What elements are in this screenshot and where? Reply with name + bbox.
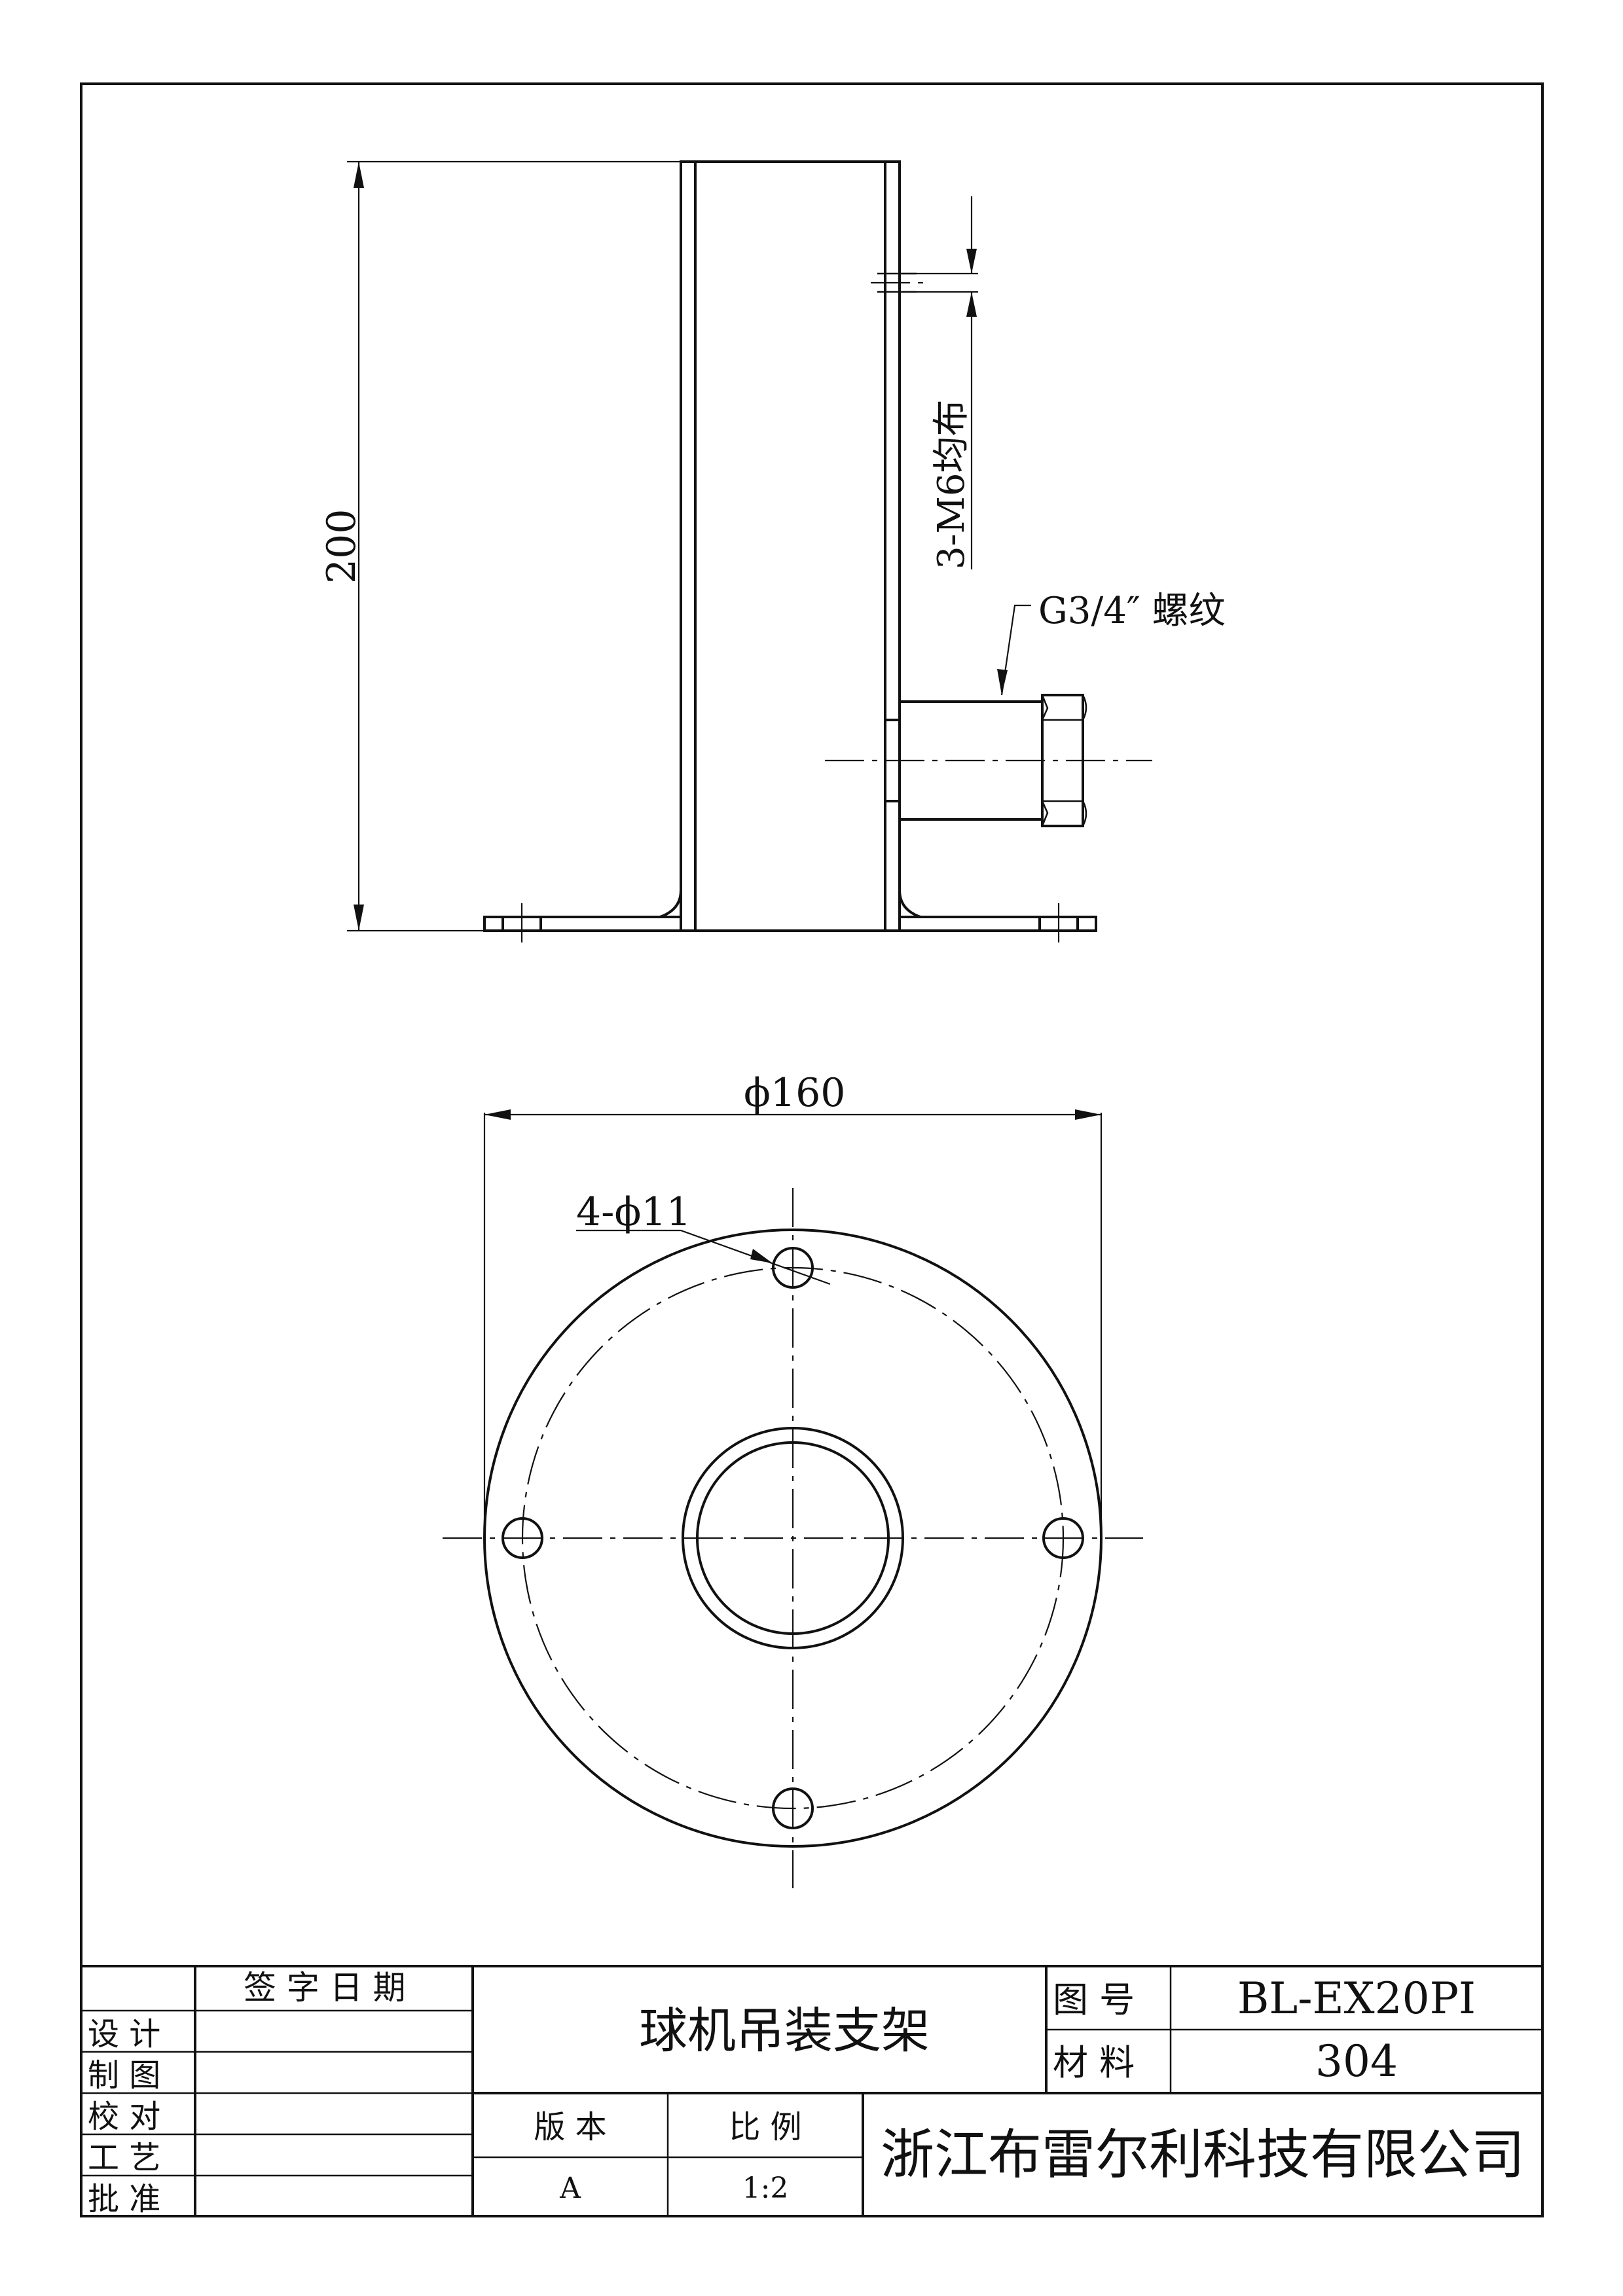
role-design: 设 计 [88, 2016, 160, 2053]
flange-right [898, 916, 1097, 932]
drawing-frame [80, 82, 1544, 2217]
material: 304 [1315, 2036, 1398, 2087]
hole-note: 3-M6均布 [930, 399, 973, 569]
hole-callout: 4-ϕ11 [576, 1189, 691, 1235]
version: A [559, 2172, 581, 2205]
flange-left [483, 916, 682, 932]
tube-wall-left [680, 160, 697, 932]
sign-date-header: 签 字 日 期 [244, 1969, 406, 2007]
top-view: ϕ160 4-ϕ11 [443, 1070, 1143, 1888]
title-block: 签 字 日 期 设 计 制 图 校 对 工 艺 批 准 球机吊装支架 图 号 B… [81, 1965, 1542, 2217]
material-label: 材 料 [1053, 2042, 1135, 2083]
scale-label: 比 例 [729, 2109, 801, 2145]
tube-wall-right [884, 160, 901, 932]
role-drafting: 制 图 [88, 2057, 160, 2094]
thread-note: G3/4″ 螺纹 [1038, 590, 1226, 632]
scale: 1:2 [742, 2172, 789, 2205]
height-dimension: 200 [319, 509, 365, 584]
version-label: 版 本 [534, 2109, 606, 2145]
drawing-no: BL-EX20PI [1237, 1973, 1476, 2024]
side-view: 3-M6均布 G3/4″ 螺纹 200 [319, 160, 1226, 945]
role-checking: 校 对 [88, 2098, 160, 2135]
company-name: 浙江布雷尔利科技有限公司 [881, 2124, 1525, 2186]
diameter-dimension: ϕ160 [744, 1070, 845, 1116]
role-process: 工 艺 [88, 2140, 160, 2176]
drawing-no-label: 图 号 [1053, 1979, 1135, 2020]
role-approval: 批 准 [88, 2181, 160, 2217]
part-name: 球机吊装支架 [639, 2003, 930, 2059]
flange-outline [483, 1229, 1103, 1848]
